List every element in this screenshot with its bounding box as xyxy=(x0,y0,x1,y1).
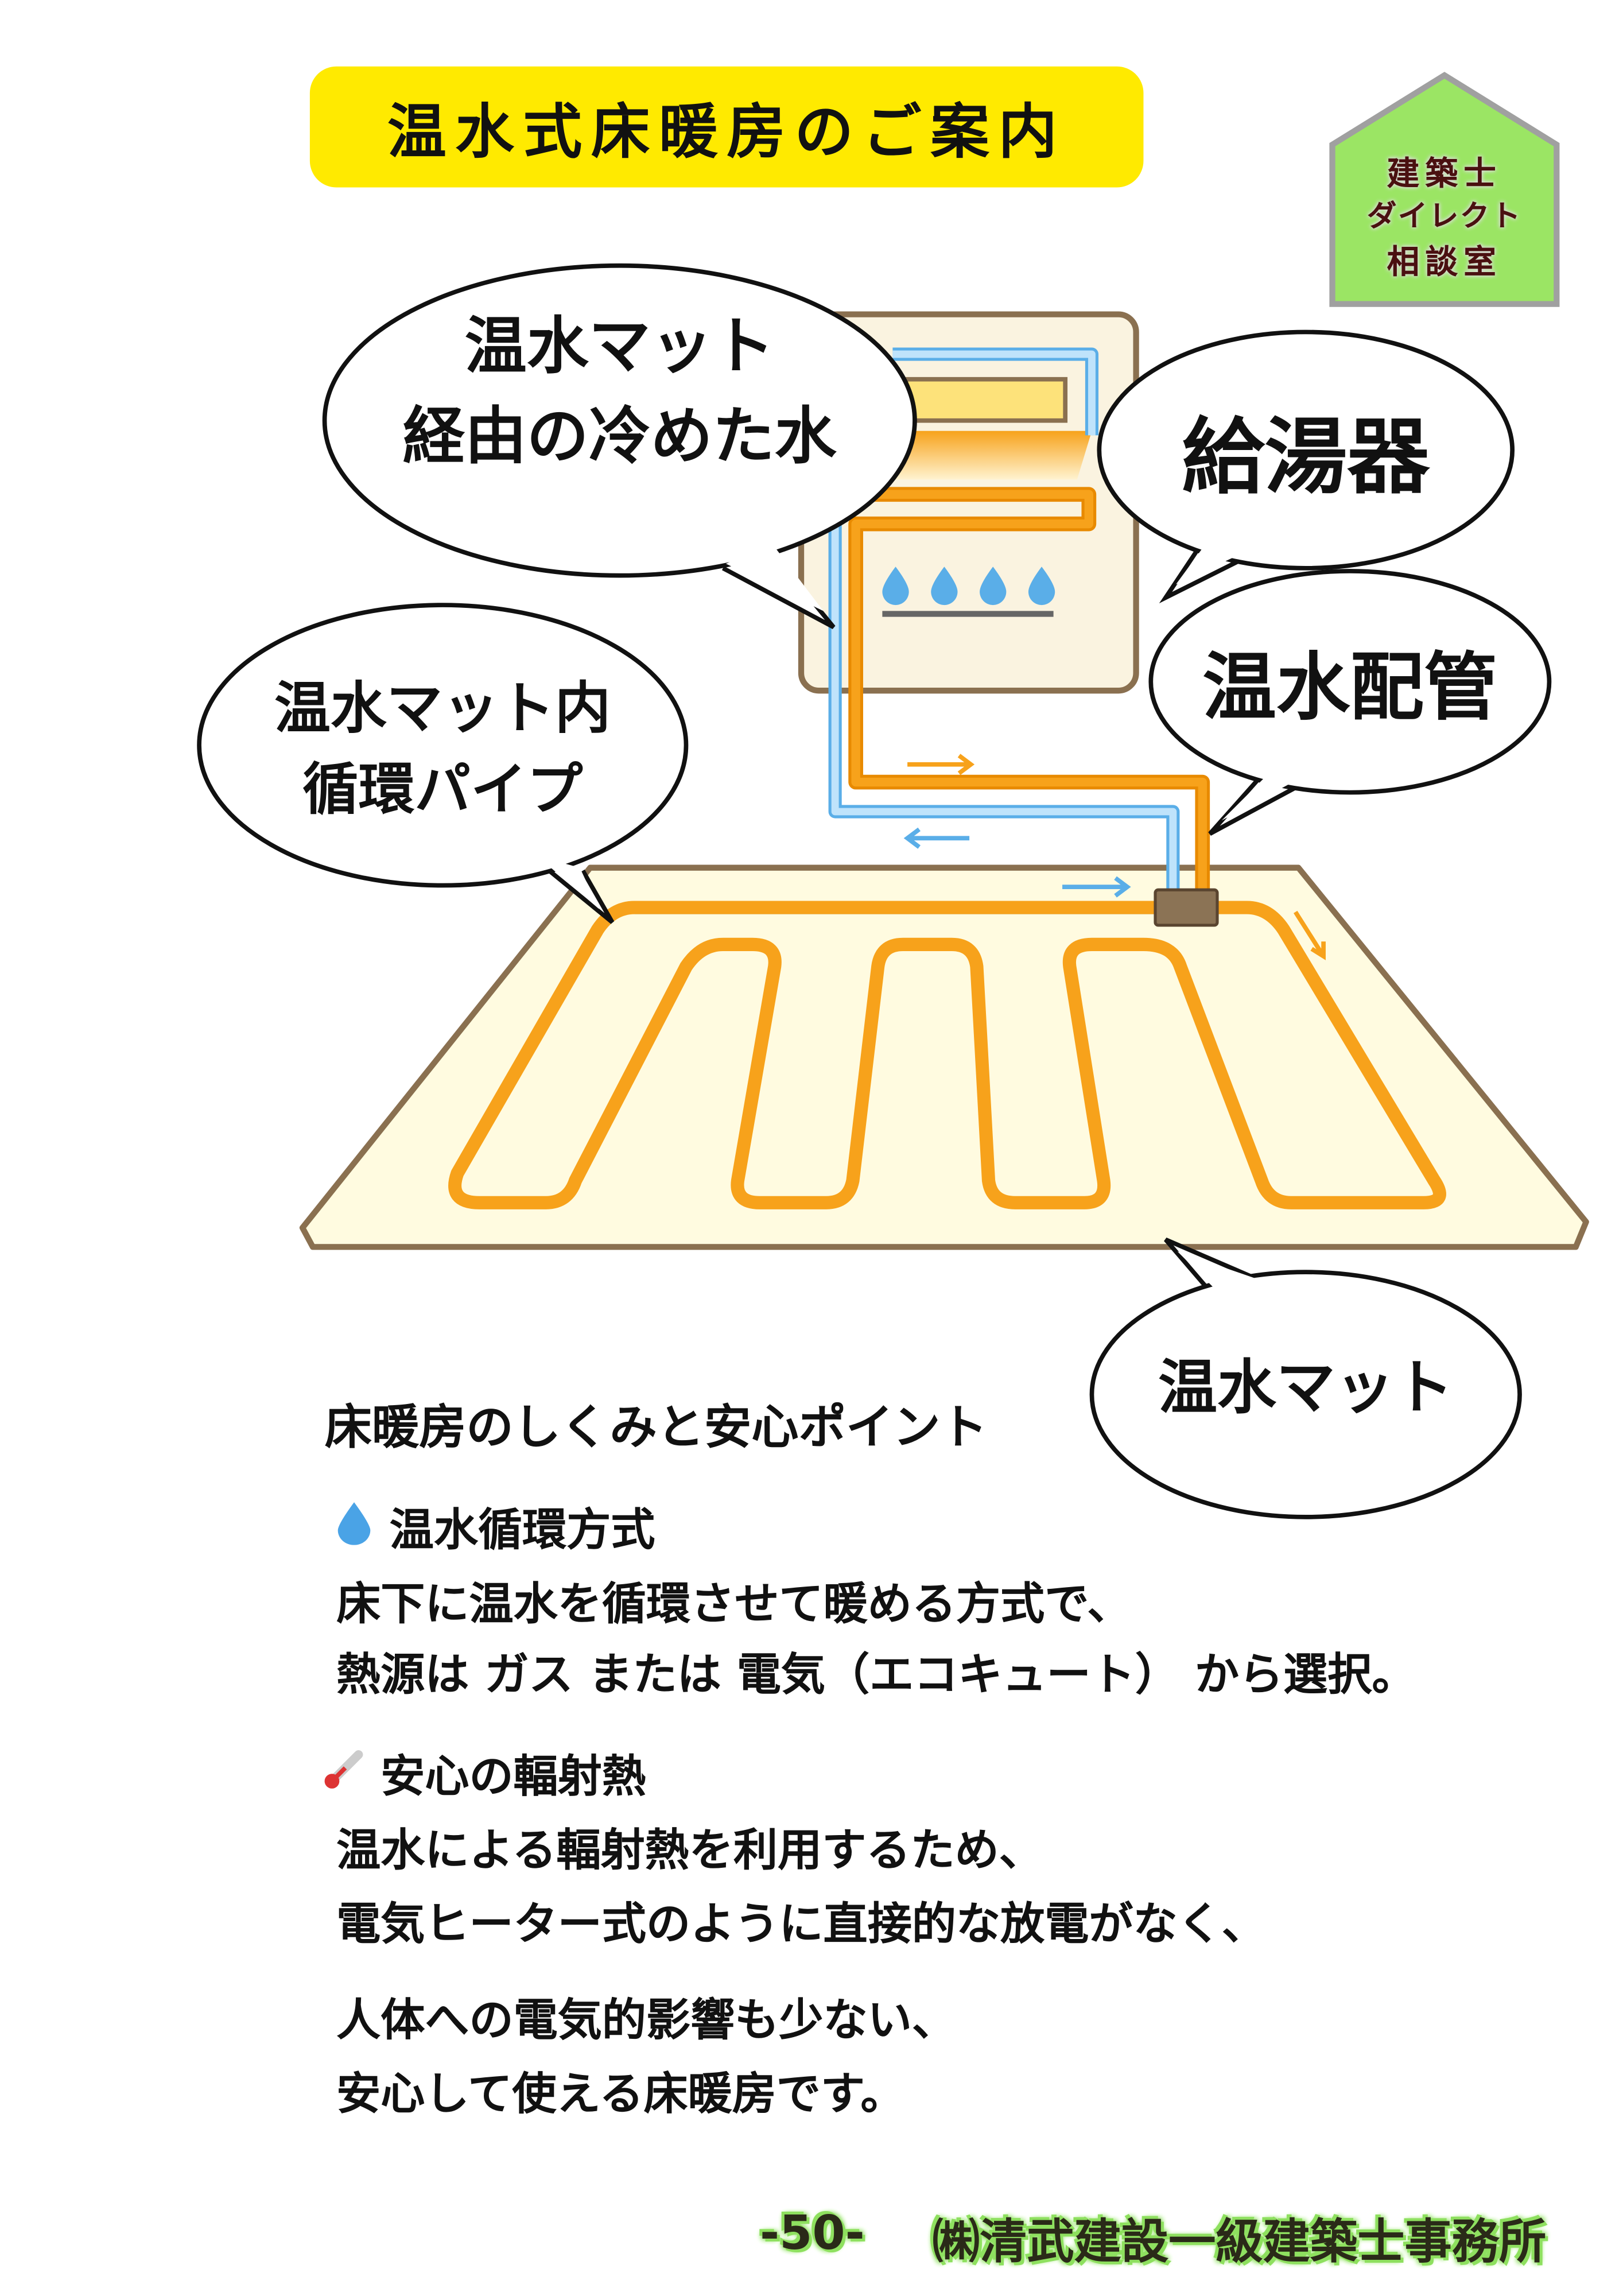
logo: 建築士 ダイレクト 相談室 xyxy=(1328,71,1561,309)
bubble-mat: 温水マット xyxy=(1158,1353,1454,1423)
logo-line: 建築士 xyxy=(1387,156,1502,193)
bubble-text: 循環パイプ xyxy=(302,755,583,823)
body-line: 安心して使える床暖房です。 xyxy=(336,2069,905,2121)
manifold xyxy=(1154,888,1219,927)
body-line: 床下に温水を循環させて暖める方式で、 xyxy=(336,1578,1132,1631)
house-logo-icon xyxy=(1329,72,1560,307)
logo-line: 相談室 xyxy=(1387,245,1502,282)
section-title-text: 温水循環方式 xyxy=(389,1505,655,1557)
section-title-text: 安心の輻射熱 xyxy=(380,1751,647,1804)
body-line: 人体への電気的影響も少ない、 xyxy=(336,1995,956,2047)
bubble-text: 温水マット xyxy=(464,309,775,382)
flame-icons xyxy=(882,567,1055,606)
bubble-text: 温水マット内 xyxy=(274,674,611,741)
logo-line: ダイレクト xyxy=(1366,197,1522,234)
body-line: 熱源は ガス または 電気（エコキュート） から選択。 xyxy=(336,1650,1416,1702)
page-number: -50- xyxy=(760,2204,865,2261)
droplet-icon xyxy=(336,1501,378,1557)
flow-arrow-icons xyxy=(903,754,1326,960)
section-title: 温水循環方式 xyxy=(336,1494,655,1558)
company-name: ㈱清武建設一級建築士事務所 xyxy=(932,2213,1547,2270)
hot-pipe xyxy=(448,487,1446,1209)
section-heading: 床暖房のしくみと安心ポイント xyxy=(324,1399,988,1455)
bubble-tail-mask xyxy=(537,534,1299,1287)
bubble-water-heater: 給湯器 xyxy=(1182,409,1430,506)
body-line: 電気ヒーター式のように直接的な放電がなく、 xyxy=(336,1899,1266,1951)
body-line: 温水による輻射熱を利用するため、 xyxy=(336,1825,1043,1878)
page-title: 温水式床暖房のご案内 xyxy=(309,66,1144,188)
bubble-text: 経由の冷めた水 xyxy=(402,400,837,472)
bubble-cooled-water: 温水マット 経由の冷めた水 xyxy=(325,302,915,482)
bubble-hot-water-pipe: 温水配管 xyxy=(1202,643,1498,731)
section-title: 安心の輻射熱 xyxy=(321,1740,646,1805)
bubble-mat-pipe: 温水マット内 循環パイプ xyxy=(199,667,686,829)
hot-water-mat xyxy=(299,864,1589,1250)
thermometer-icon xyxy=(321,1747,363,1804)
